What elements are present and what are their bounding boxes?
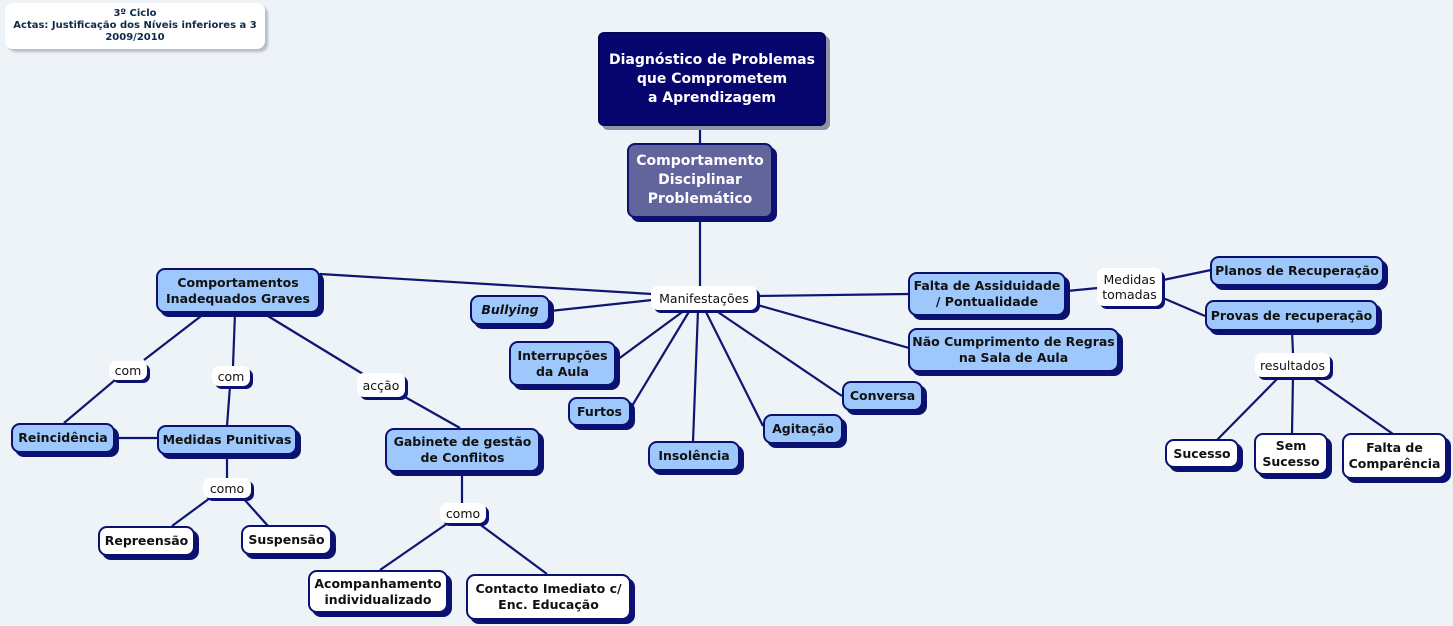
link-manifestacoes-regras <box>753 302 910 350</box>
link-accao-gabinete <box>404 396 461 429</box>
header-year: 2009/2010 <box>105 32 165 43</box>
concept-conversa[interactable]: Conversa <box>842 381 923 411</box>
link-graves-accao <box>262 312 364 375</box>
map-header: 3º Ciclo Actas: Justificação dos Níveis … <box>5 3 265 49</box>
link-com1-reincidencia <box>63 379 116 424</box>
concept-bullying[interactable]: Bullying <box>470 295 550 325</box>
link-provas-resultados <box>1290 330 1295 354</box>
link-label-com-reincidencia[interactable]: com <box>109 361 147 380</box>
link-como1-repreensao <box>171 497 211 527</box>
link-graves-com2 <box>231 312 237 367</box>
concept-falta-comparencia[interactable]: Falta de Comparência <box>1342 433 1447 479</box>
concept-interrupcoes[interactable]: Interrupções da Aula <box>509 341 616 386</box>
concept-root[interactable]: Diagnóstico de Problemas que Comprometem… <box>598 32 826 126</box>
header-title: Actas: Justificação dos Níveis inferiore… <box>13 20 257 31</box>
concept-comportamento-disciplinar[interactable]: Comportamento Disciplinar Problemático <box>627 143 773 218</box>
concept-sem-sucesso[interactable]: Sem Sucesso <box>1254 433 1328 475</box>
link-manifestacoes-bullying <box>549 298 653 313</box>
link-medidas-provas <box>1162 296 1206 318</box>
link-com2-punitivas <box>225 385 232 427</box>
concept-insolencia[interactable]: Insolência <box>648 441 740 471</box>
concept-acompanhamento[interactable]: Acompanhamento individualizado <box>308 570 448 613</box>
link-como2-acompanhamento <box>379 522 449 571</box>
link-manifestacoes-interrupcoes <box>616 309 686 361</box>
concept-furtos[interactable]: Furtos <box>568 397 631 426</box>
header-cycle: 3º Ciclo <box>113 8 157 19</box>
link-manifestacoes-furtos <box>631 309 691 407</box>
concept-comportamentos-graves[interactable]: Comportamentos Inadequados Graves <box>156 268 320 313</box>
link-como2-contacto <box>477 522 548 575</box>
link-resultados-semsucesso <box>1290 375 1295 435</box>
link-manifestacoes-assiduidade <box>757 292 910 298</box>
link-manifestacoes-graves <box>319 272 653 296</box>
link-label-manifestacoes[interactable]: Manifestações <box>651 286 757 310</box>
link-como1-suspensao <box>242 497 269 527</box>
link-manifestacoes-agitacao <box>704 309 764 427</box>
concept-assiduidade[interactable]: Falta de Assiduidade / Pontualidade <box>908 272 1066 316</box>
link-graves-com1 <box>143 312 206 361</box>
concept-contacto-encarregado[interactable]: Contacto Imediato c/ Enc. Educação <box>466 574 631 620</box>
link-medidas-planos <box>1162 268 1212 282</box>
concept-planos-recuperacao[interactable]: Planos de Recuperação <box>1210 256 1384 286</box>
concept-medidas-punitivas[interactable]: Medidas Punitivas <box>157 425 297 455</box>
link-label-accao[interactable]: acção <box>357 373 405 397</box>
link-resultados-sucesso <box>1216 375 1281 441</box>
concept-suspensao[interactable]: Suspensão <box>241 525 332 555</box>
concept-gabinete-conflitos[interactable]: Gabinete de gestão de Conflitos <box>385 428 540 472</box>
concept-repreensao[interactable]: Repreensão <box>98 526 195 556</box>
link-manifestacoes-insolencia <box>691 309 700 443</box>
link-resultados-falta <box>1309 375 1394 435</box>
concept-reincidencia[interactable]: Reincidência <box>11 423 115 453</box>
link-manifestacoes-conversa <box>711 307 843 397</box>
link-label-resultados[interactable]: resultados <box>1255 353 1330 377</box>
link-label-como-gabinete[interactable]: como <box>440 503 486 523</box>
concept-regras[interactable]: Não Cumprimento de Regras na Sala de Aul… <box>908 328 1119 372</box>
concept-provas-recuperacao[interactable]: Provas de recuperação <box>1205 300 1378 331</box>
link-label-medidas-tomadas[interactable]: Medidas tomadas <box>1097 268 1162 306</box>
concept-agitacao[interactable]: Agitação <box>763 414 843 444</box>
link-assiduidade-medidas <box>1066 286 1099 293</box>
link-label-como-punitivas[interactable]: como <box>203 478 251 498</box>
concept-sucesso[interactable]: Sucesso <box>1165 439 1239 468</box>
link-label-com-punitivas[interactable]: com <box>212 366 250 386</box>
